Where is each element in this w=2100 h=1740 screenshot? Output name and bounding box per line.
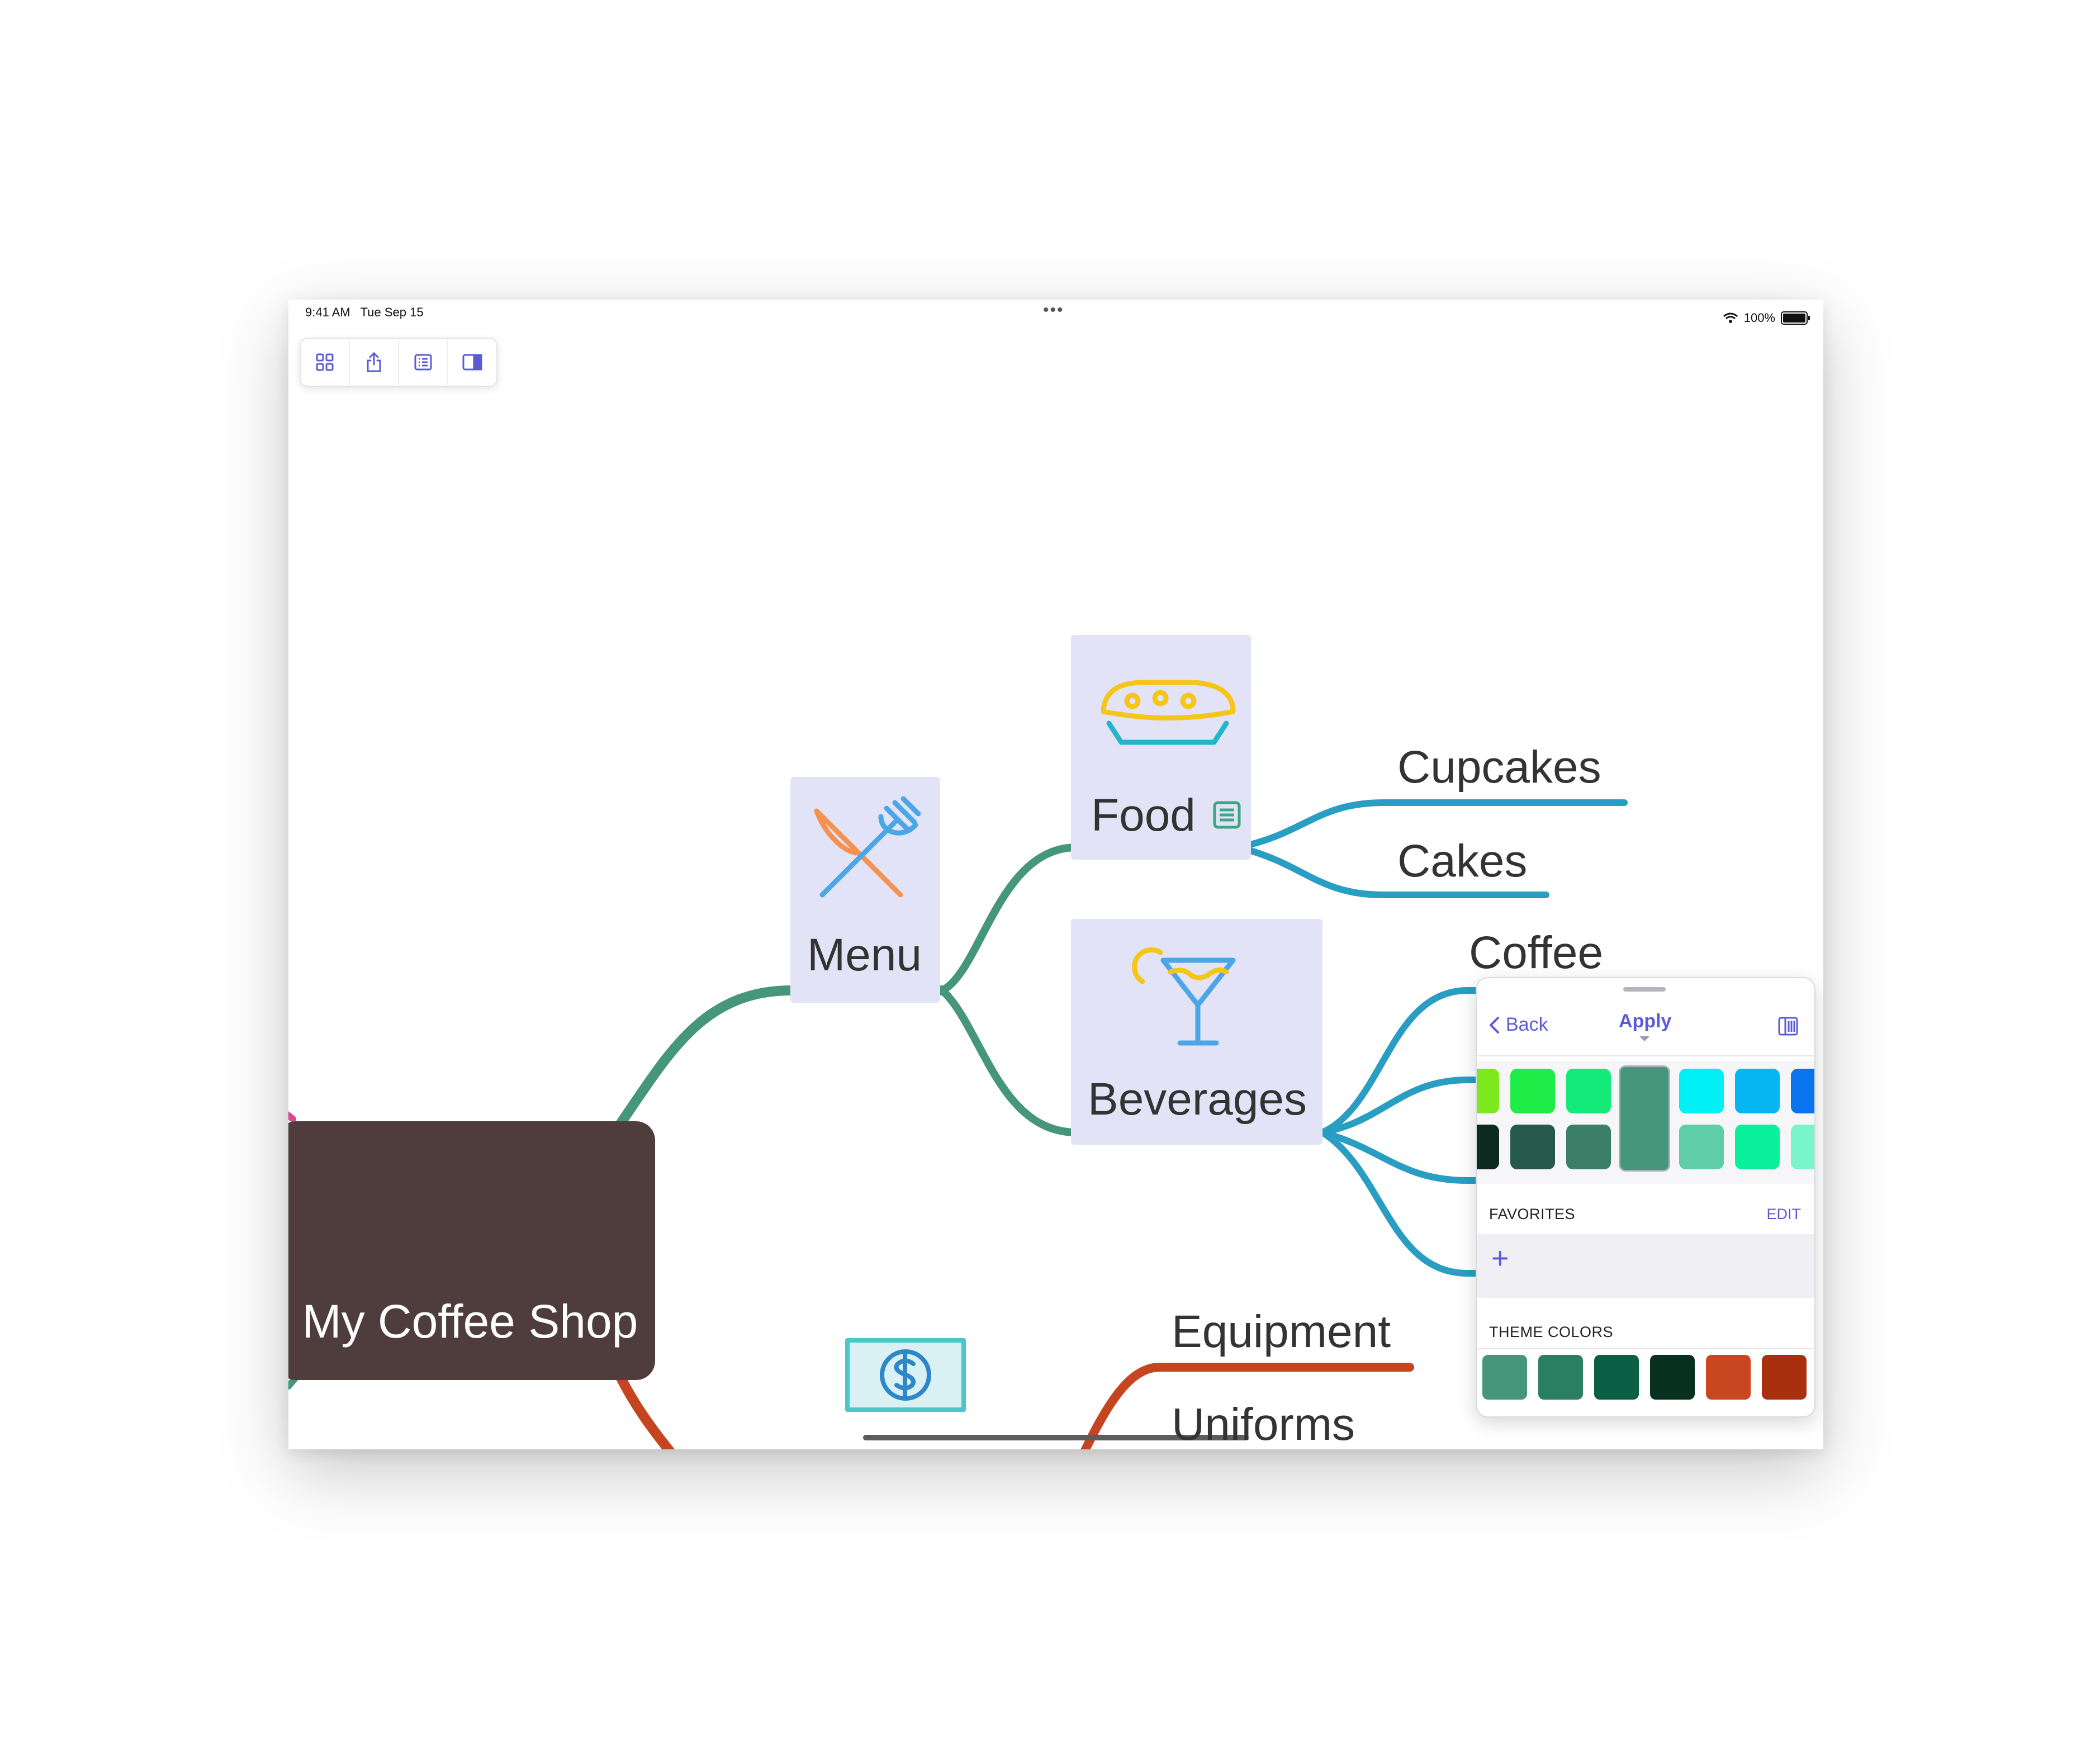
palette-swatch[interactable] — [1679, 1069, 1724, 1113]
cupcakes-node-label[interactable]: Cupcakes — [1397, 742, 1601, 793]
back-label: Back — [1506, 1014, 1548, 1035]
dollar-bill-icon — [845, 1338, 966, 1412]
pie-icon — [1101, 680, 1236, 745]
palette-swatch[interactable] — [1566, 1069, 1611, 1113]
theme-colors-title: THEME COLORS — [1489, 1324, 1614, 1340]
outline-button[interactable] — [399, 339, 448, 386]
divider — [1477, 1055, 1814, 1056]
branch-menu-beverages — [938, 987, 1326, 1136]
branch-bev-2 — [1319, 1077, 1521, 1136]
note-icon — [1213, 801, 1241, 829]
palette-swatch[interactable] — [1735, 1125, 1780, 1169]
browse-button[interactable] — [301, 339, 350, 386]
home-indicator — [863, 1435, 1249, 1440]
palette-swatch[interactable] — [1477, 1069, 1499, 1113]
equipment-node-label[interactable]: Equipment — [1172, 1306, 1391, 1357]
theme-color-swatch[interactable] — [1762, 1355, 1807, 1400]
branch-menu-food — [938, 843, 1243, 994]
theme-color-swatch[interactable] — [1538, 1355, 1583, 1400]
selected-color-swatch[interactable] — [1619, 1065, 1670, 1172]
popover-grabber[interactable] — [1623, 987, 1666, 992]
add-favorite-button[interactable]: + — [1491, 1241, 1509, 1275]
beverages-node-label[interactable]: Beverages — [1088, 1074, 1307, 1125]
knife-fork-icon — [814, 796, 921, 898]
branch-costs-equipment — [1080, 1363, 1414, 1449]
theme-color-swatch[interactable] — [1482, 1355, 1527, 1400]
divider — [1477, 1348, 1814, 1349]
status-clock: 9:41 AM Tue Sep 15 — [305, 305, 424, 331]
status-time: 9:41 AM — [305, 305, 350, 319]
palette-swatch[interactable] — [1735, 1069, 1780, 1113]
color-picker-popover: Back Apply FAVORITES EDIT + TH — [1476, 977, 1815, 1417]
color-mode-icon[interactable] — [1777, 1016, 1799, 1036]
status-date: Tue Sep 15 — [360, 305, 424, 319]
branch-bev-4 — [1319, 1129, 1521, 1277]
palette-swatch[interactable] — [1566, 1125, 1611, 1169]
branch-root-menu — [613, 985, 947, 1132]
palette-swatch[interactable] — [1791, 1069, 1814, 1113]
uniforms-node-label[interactable]: Uniforms — [1172, 1399, 1355, 1449]
share-icon — [367, 352, 381, 372]
branch-root-costs — [613, 1368, 675, 1449]
favorites-area — [1477, 1234, 1814, 1298]
share-button[interactable] — [350, 339, 399, 386]
theme-color-swatch[interactable] — [1594, 1355, 1639, 1400]
cakes-node-label[interactable]: Cakes — [1397, 836, 1528, 886]
branch-bev-3 — [1319, 1129, 1521, 1184]
branch-food-cakes — [1235, 844, 1549, 898]
chevron-left-icon — [1490, 1016, 1499, 1033]
wifi-icon — [1723, 312, 1738, 323]
color-palette — [1477, 1061, 1814, 1184]
branch-food-cupcakes — [1235, 799, 1628, 851]
root-node-label: My Coffee Shop — [302, 1295, 638, 1348]
theme-color-swatch[interactable] — [1706, 1355, 1751, 1400]
root-node[interactable] — [288, 1121, 655, 1380]
multitasking-dots[interactable]: ••• — [1043, 301, 1064, 319]
document-toolbar — [300, 338, 497, 387]
status-indicators: 100% — [1723, 305, 1810, 331]
palette-swatch[interactable] — [1791, 1125, 1814, 1169]
battery-icon — [1781, 311, 1810, 325]
menu-node-label[interactable]: Menu — [807, 930, 922, 980]
apply-caret-icon — [1639, 1036, 1649, 1041]
outline-icon — [414, 354, 432, 371]
battery-percent: 100% — [1743, 311, 1775, 325]
palette-swatch[interactable] — [1510, 1069, 1555, 1113]
coffee-node-label[interactable]: Coffee — [1469, 927, 1604, 978]
cocktail-icon — [1131, 947, 1236, 1046]
food-node-label[interactable]: Food — [1091, 790, 1196, 841]
back-button[interactable]: Back — [1488, 1014, 1548, 1036]
favorites-edit-button[interactable]: EDIT — [1766, 1206, 1801, 1222]
palette-swatch[interactable] — [1477, 1125, 1499, 1169]
favorites-title: FAVORITES — [1489, 1206, 1576, 1222]
inspector-button[interactable] — [448, 339, 496, 386]
grid-icon — [316, 353, 334, 371]
ipad-screen: My Coffee Shop Menu Food Beverages Cupca… — [288, 300, 1823, 1449]
palette-swatch[interactable] — [1510, 1125, 1555, 1169]
palette-swatch[interactable] — [1679, 1125, 1724, 1169]
branch-left-pink — [288, 1111, 296, 1122]
apply-button[interactable]: Apply — [1619, 1011, 1672, 1032]
theme-color-swatch[interactable] — [1650, 1355, 1695, 1400]
branch-bev-coffee — [1319, 987, 1521, 1136]
sidebar-icon — [462, 354, 482, 371]
